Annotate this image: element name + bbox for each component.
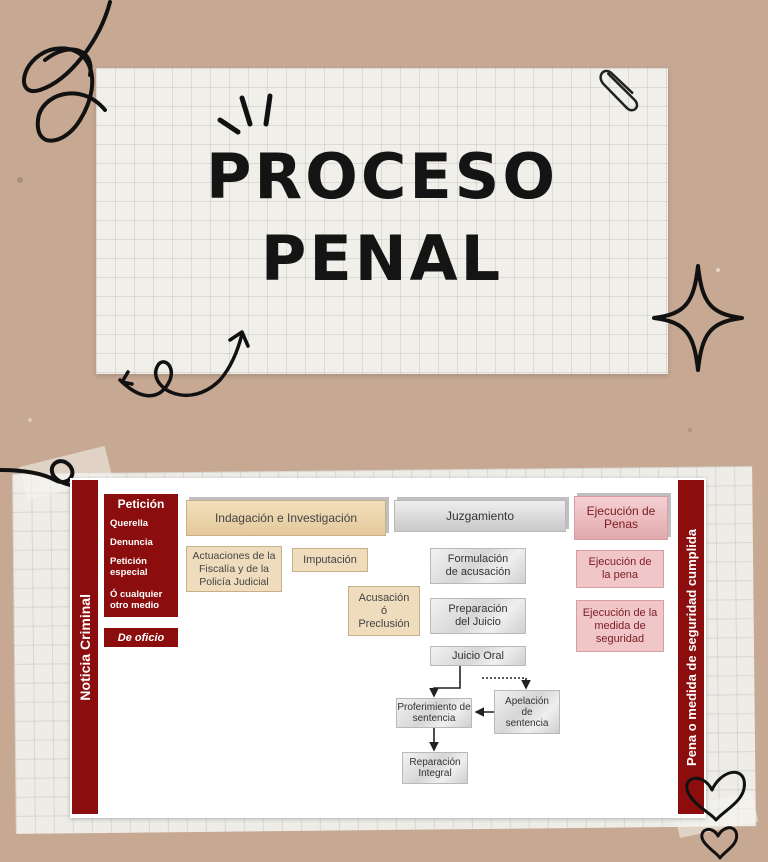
stage-juzgamiento: Juzgamiento xyxy=(394,500,566,532)
title-line-1: PROCESO xyxy=(205,140,559,213)
box-ejecucion-pena: Ejecución de la pena xyxy=(576,550,664,588)
box-acusacion: Acusación ó Preclusión xyxy=(348,586,420,636)
peticion-item: Denuncia xyxy=(110,537,153,548)
loop-doodle-icon xyxy=(0,459,82,488)
connector-juicio-proferimiento xyxy=(429,666,461,698)
peticion-item: Ó cualquier otro medio xyxy=(110,589,163,611)
peticion-box: Petición Querella Denuncia Petición espe… xyxy=(104,494,178,617)
box-reparacion: Reparación Integral xyxy=(402,752,468,784)
loop-doodle-icon xyxy=(22,0,112,143)
stage-indagacion: Indagación e Investigación xyxy=(186,500,386,536)
title-line-2: PENAL xyxy=(260,222,504,295)
pena-cumplida-bar: Pena o medida de seguridad cumplida xyxy=(678,480,704,814)
box-formulacion: Formulación de acusación xyxy=(430,548,526,584)
box-imputacion: Imputación xyxy=(292,548,368,572)
connector-juicio-apelacion xyxy=(482,677,531,690)
burst-doodle-icon xyxy=(217,93,273,135)
stage-ejecucion: Ejecución de Penas xyxy=(574,496,668,540)
de-oficio-label: De oficio xyxy=(104,628,178,647)
peticion-item: Querella xyxy=(110,518,149,529)
box-juicio-oral: Juicio Oral xyxy=(430,646,526,666)
sparkle-doodle-icon xyxy=(652,264,744,372)
box-ejecucion-medida: Ejecución de la medida de seguridad xyxy=(576,600,664,652)
box-apelacion: Apelación de sentencia xyxy=(494,690,560,734)
heart-doodle-icon xyxy=(685,770,746,860)
box-actuaciones: Actuaciones de la Fiscalía y de la Polic… xyxy=(186,546,282,592)
arrow-doodle-icon xyxy=(118,330,250,398)
paperclip-icon xyxy=(599,69,639,112)
noticia-criminal-bar: Noticia Criminal xyxy=(72,480,98,814)
title-grid-paper xyxy=(96,68,668,374)
peticion-title: Petición xyxy=(117,497,165,511)
box-proferimiento: Proferimiento de sentencia xyxy=(396,698,472,728)
peticion-item: Petición especial xyxy=(110,556,148,578)
box-preparacion: Preparación del Juicio xyxy=(430,598,526,634)
